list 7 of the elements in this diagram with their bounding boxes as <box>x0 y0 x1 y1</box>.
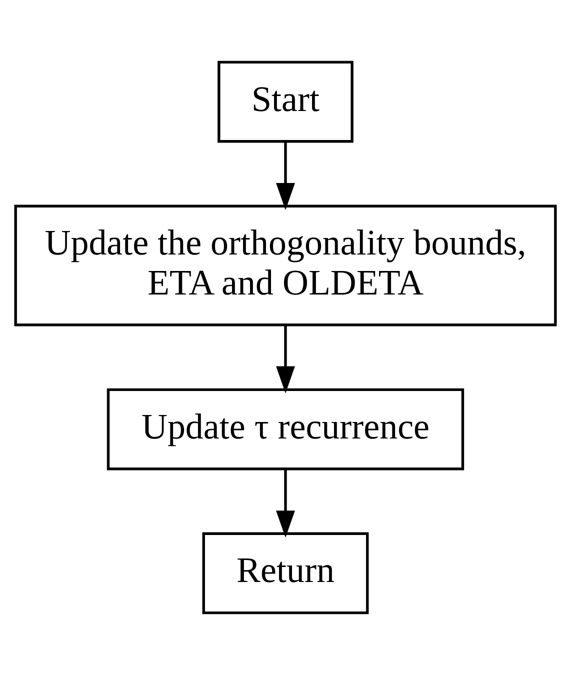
node-box: Start <box>218 60 354 142</box>
node-box: Update the orthogonality bounds, ETA and OLDETA <box>14 204 557 326</box>
arrow <box>276 468 295 538</box>
arrow <box>276 141 295 210</box>
node-box: Return <box>202 532 369 614</box>
arrow <box>276 324 295 393</box>
node-box: Update τ recurrence <box>106 388 464 470</box>
